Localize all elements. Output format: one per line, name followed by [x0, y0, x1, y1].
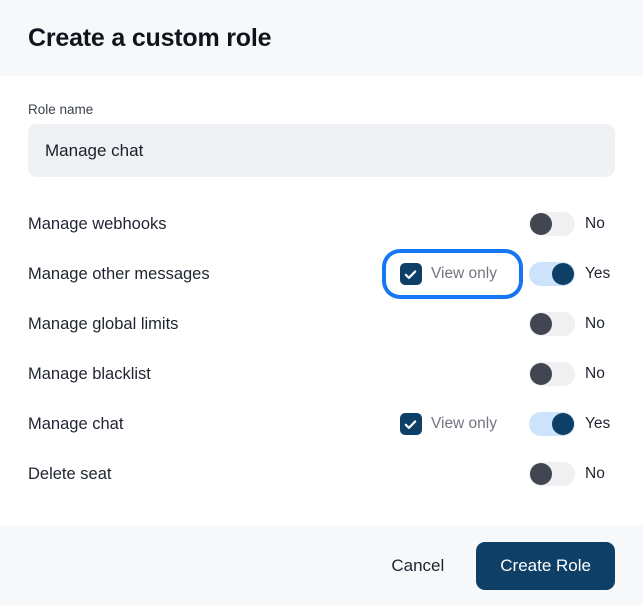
permission-toggle[interactable]	[529, 412, 575, 436]
permission-label: Manage blacklist	[28, 364, 151, 383]
toggle-knob	[530, 463, 552, 485]
checkmark-icon[interactable]	[399, 413, 422, 435]
page-title: Create a custom role	[28, 23, 272, 52]
permission-row: Manage chat View only Yes	[28, 399, 615, 449]
view-only-checkbox-group[interactable]: View only	[390, 406, 507, 442]
role-name-input[interactable]	[28, 124, 615, 177]
permission-label: Manage global limits	[28, 314, 179, 333]
toggle-knob	[530, 313, 552, 335]
toggle-state-text: No	[585, 365, 605, 382]
dialog-footer: Cancel Create Role	[0, 526, 643, 605]
permission-toggle[interactable]	[529, 212, 575, 236]
permission-toggle-group: Yes	[529, 262, 615, 286]
permission-label: Manage other messages	[28, 264, 210, 283]
permission-row: Manage webhooks No	[28, 199, 615, 249]
view-only-label: View only	[430, 415, 497, 432]
dialog-header: Create a custom role	[0, 0, 643, 76]
permission-toggle-group: No	[529, 462, 615, 486]
toggle-state-text: No	[585, 465, 605, 482]
toggle-state-text: Yes	[585, 265, 611, 282]
view-only-label: View only	[430, 265, 497, 282]
permission-row: Manage other messages View only Yes	[28, 249, 615, 299]
toggle-state-text: No	[585, 215, 605, 232]
permission-row: Manage global limits No	[28, 299, 615, 349]
permission-toggle-group: No	[529, 312, 615, 336]
toggle-knob	[530, 213, 552, 235]
toggle-state-text: Yes	[585, 415, 611, 432]
toggle-knob	[552, 413, 574, 435]
permission-toggle-group: Yes	[529, 412, 615, 436]
permission-toggle-group: No	[529, 362, 615, 386]
permission-toggle[interactable]	[529, 262, 575, 286]
permission-label: Delete seat	[28, 464, 112, 483]
checkmark-icon[interactable]	[399, 263, 422, 285]
toggle-knob	[552, 263, 574, 285]
toggle-state-text: No	[585, 315, 605, 332]
permission-row: Delete seat No	[28, 449, 615, 499]
view-only-checkbox-group[interactable]: View only	[385, 253, 519, 295]
permission-toggle[interactable]	[529, 462, 575, 486]
permission-toggle[interactable]	[529, 312, 575, 336]
permission-toggle[interactable]	[529, 362, 575, 386]
cancel-button[interactable]: Cancel	[377, 546, 458, 586]
role-name-label: Role name	[28, 102, 94, 117]
permission-label: Manage webhooks	[28, 214, 167, 233]
create-role-button[interactable]: Create Role	[476, 541, 615, 590]
toggle-knob	[530, 363, 552, 385]
permission-label: Manage chat	[28, 414, 124, 433]
permission-row: Manage blacklist No	[28, 349, 615, 399]
permission-toggle-group: No	[529, 212, 615, 236]
